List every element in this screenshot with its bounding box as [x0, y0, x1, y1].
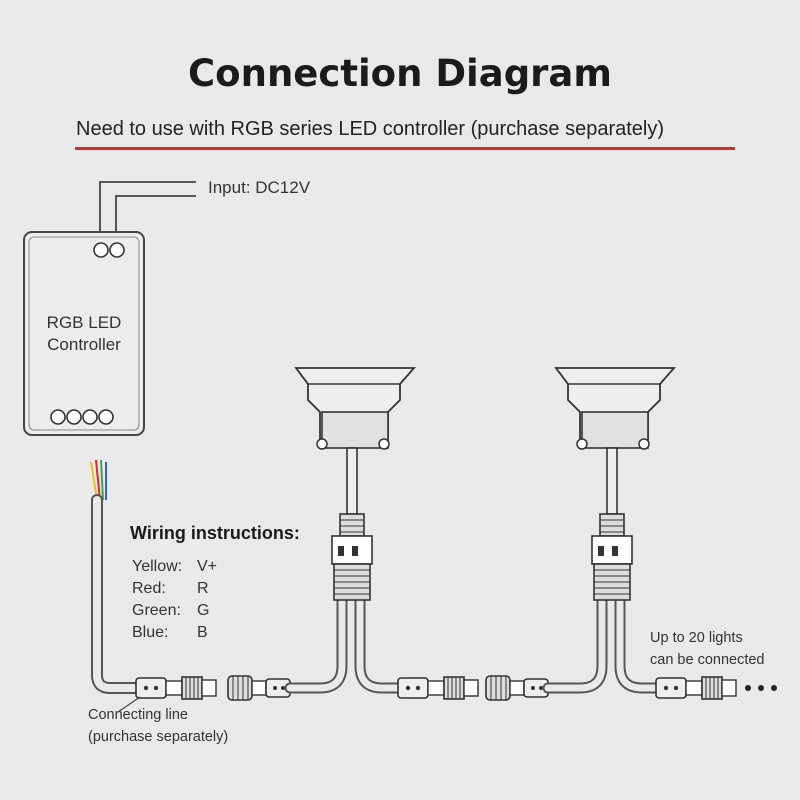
controller-label-line2: Controller	[47, 335, 121, 354]
controller-label: RGB LED Controller	[24, 312, 144, 356]
wiring-row-yellow: Yellow: V+	[132, 558, 217, 576]
wiring-row-blue: Blue: B	[132, 624, 208, 642]
connecting-line-note-line1: Connecting line	[88, 707, 188, 723]
wiring-row-green: Green: G	[132, 602, 209, 620]
connector-male-1	[135, 676, 217, 700]
wiring-value: G	[197, 602, 210, 619]
controller-box	[23, 231, 145, 436]
connector-female-2	[485, 675, 549, 701]
max-lights-note-line2: can be connected	[650, 652, 765, 668]
connecting-line-pointer	[117, 696, 141, 713]
connecting-line-note: Connecting line (purchase separately)	[88, 704, 228, 748]
wiring-color: Blue:	[132, 624, 169, 641]
diagram-title: Connection Diagram	[188, 52, 612, 95]
connector-male-2	[397, 676, 479, 700]
connector-female-1	[227, 675, 291, 701]
max-lights-note: Up to 20 lights can be connected	[650, 627, 764, 671]
subtitle: Need to use with RGB series LED controll…	[76, 118, 665, 140]
light-fixture-2	[554, 367, 676, 601]
wiring-value: V+	[197, 558, 218, 575]
controller-label-line1: RGB LED	[46, 313, 122, 332]
subtitle-underline	[75, 147, 735, 150]
input-label: Input: DC12V	[208, 178, 311, 197]
wiring-color: Green:	[132, 602, 181, 619]
wiring-row-red: Red: R	[132, 580, 209, 598]
wiring-instructions-title: Wiring instructions:	[130, 523, 300, 543]
rgb-wire-bundle	[90, 459, 107, 501]
max-lights-note-line1: Up to 20 lights	[650, 630, 743, 646]
connector-male-3	[655, 676, 737, 700]
input-wires	[99, 181, 196, 235]
connecting-line-note-line2: (purchase separately)	[88, 729, 229, 745]
continuation-dots	[745, 685, 777, 691]
wiring-color: Red:	[132, 580, 166, 597]
light-fixture-1	[294, 367, 416, 601]
wiring-value: B	[197, 624, 208, 641]
wiring-color: Yellow:	[132, 558, 183, 575]
wiring-value: R	[197, 580, 209, 597]
